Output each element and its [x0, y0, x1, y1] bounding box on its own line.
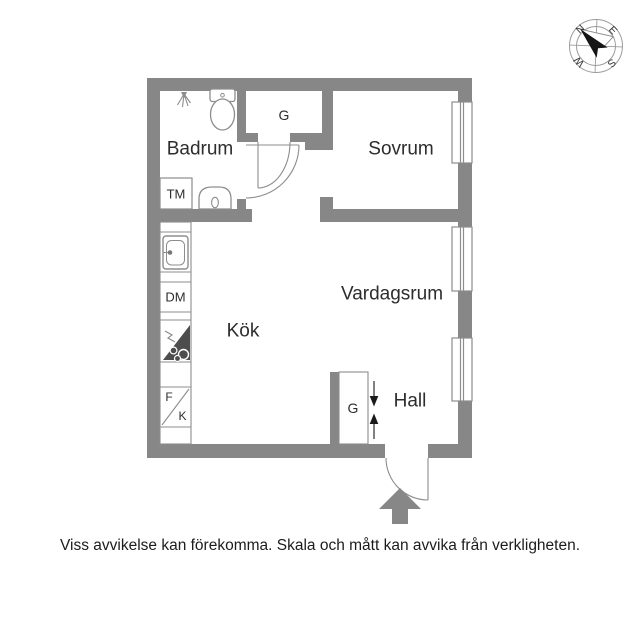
wall-sovrum-bottom [320, 209, 458, 222]
appliance-label-washing-machine: TM [166, 186, 186, 202]
washing-machine-box [159, 177, 193, 210]
wall-badrum-right [237, 91, 246, 142]
compass-label-south: S [605, 56, 618, 70]
room-label-badrum: Badrum [166, 138, 234, 160]
window-vardagsrum-upper [451, 226, 473, 292]
wall-top [147, 78, 472, 91]
closet-label-hall: G [347, 400, 359, 416]
wall-sovrum-bottom-cap [320, 197, 333, 209]
wall-closet-bottom-left [237, 133, 258, 142]
wall-left [147, 78, 160, 458]
compass-rose-icon: N E S W [569, 19, 623, 73]
compass-label-west: W [572, 54, 588, 69]
washbasin-icon [198, 186, 232, 210]
wall-closet-bottom-right [290, 133, 333, 142]
wall-sovrum-left [322, 91, 333, 141]
wall-hall-closet [330, 372, 339, 444]
appliance-label-fridge: F [165, 390, 173, 404]
compass-needle [580, 29, 608, 58]
windows [451, 101, 473, 402]
wall-bottom-left [147, 444, 385, 458]
appliance-label-freezer: K [178, 409, 187, 423]
appliance-label-dishwasher: DM [165, 289, 186, 305]
wall-below-badrum [160, 209, 252, 222]
window-vardagsrum-lower [451, 337, 473, 402]
interior-walls [160, 91, 458, 444]
closet-label-bathroom: G [278, 107, 290, 123]
room-label-hall: Hall [393, 390, 427, 412]
disclaimer-text: Viss avvikelse kan förekomma. Skala och … [59, 537, 581, 554]
doors [245, 141, 429, 501]
kitchen-sink-icon [162, 235, 189, 270]
toilet-icon [209, 88, 236, 131]
sliding-door-arrows-icon [369, 381, 379, 439]
shower-icon [177, 92, 191, 108]
fridge-freezer-divider [161, 388, 190, 426]
closet-door [257, 141, 291, 189]
hall-closet-box [338, 371, 369, 445]
badrum-door [245, 144, 300, 199]
wall-sovrum-left-cap [305, 141, 333, 150]
entrance-arrow-icon [379, 488, 421, 524]
room-label-kok: Kök [226, 320, 260, 342]
stove-lightning-icon [164, 330, 176, 343]
window-sovrum [451, 101, 473, 164]
room-label-sovrum: Sovrum [368, 138, 434, 160]
stove-icon [163, 325, 190, 363]
wall-badrum-door-stub [237, 199, 246, 209]
entrance-door [385, 457, 429, 501]
room-label-vardagsrum: Vardagsrum [340, 283, 444, 305]
wall-bottom-right [428, 444, 472, 458]
